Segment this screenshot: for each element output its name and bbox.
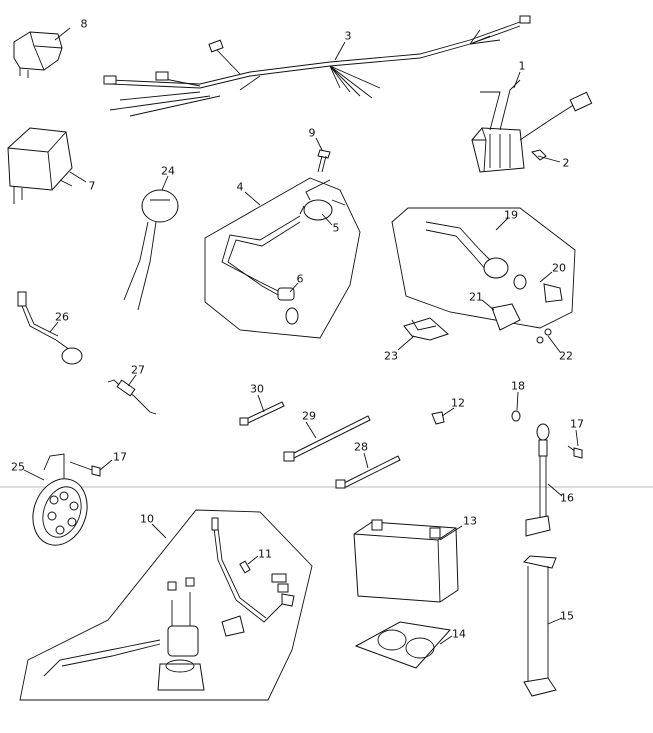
callout-16: 16 xyxy=(560,491,574,505)
part-5-ignition-coil xyxy=(299,179,346,226)
callout-5: 5 xyxy=(332,221,340,235)
part-19-ignition-switch xyxy=(425,217,509,279)
callout-17-left: 17 xyxy=(113,450,127,464)
part-15-battery-strap xyxy=(522,555,563,697)
part-20-key-switch-nut xyxy=(513,271,563,303)
callout-4: 4 xyxy=(236,180,244,194)
callout-26: 26 xyxy=(55,310,69,324)
part-8-relay xyxy=(13,27,71,78)
part-18-washer xyxy=(511,391,521,422)
part-16-battery-cable xyxy=(525,423,563,537)
callout-11: 11 xyxy=(258,547,272,561)
callout-1: 1 xyxy=(518,59,526,73)
part-3-wiring-harness xyxy=(103,15,531,117)
part-22-screws xyxy=(536,328,561,353)
part-30-cable-tie xyxy=(239,394,285,426)
callout-17-right: 17 xyxy=(570,417,584,431)
callout-15: 15 xyxy=(560,609,574,623)
callout-8: 8 xyxy=(80,17,88,31)
part-28-cable-tie xyxy=(335,452,401,489)
callout-12: 12 xyxy=(451,396,465,410)
callout-14: 14 xyxy=(452,627,466,641)
callout-19: 19 xyxy=(504,208,518,222)
callout-25: 25 xyxy=(11,460,25,474)
part-6-spark-plug-cap xyxy=(221,215,301,325)
callout-2: 2 xyxy=(562,156,570,170)
part-11-fuse xyxy=(239,555,289,593)
part-23-bracket xyxy=(397,317,449,351)
part-25-horn xyxy=(23,453,88,546)
callout-10: 10 xyxy=(140,512,154,526)
callout-18: 18 xyxy=(511,379,525,393)
part-14-battery-pad xyxy=(354,621,453,669)
part-21-cover xyxy=(481,299,521,331)
callout-28: 28 xyxy=(354,440,368,454)
part-26-sensor xyxy=(17,291,83,365)
callout-6: 6 xyxy=(296,272,304,286)
part-12-clip xyxy=(431,407,455,425)
part-10-wire-lead xyxy=(211,517,295,637)
part-13-battery xyxy=(353,519,463,603)
callout-22: 22 xyxy=(559,349,573,363)
callout-27: 27 xyxy=(131,363,145,377)
part-17-bolt-right xyxy=(567,429,583,459)
callout-23: 23 xyxy=(384,349,398,363)
part-27-spring xyxy=(107,374,157,415)
callout-30: 30 xyxy=(250,382,264,396)
callout-20: 20 xyxy=(552,261,566,275)
part-10-starter-relay xyxy=(43,577,205,691)
callout-21: 21 xyxy=(469,290,483,304)
part-19-group-outline xyxy=(391,207,576,329)
callout-29: 29 xyxy=(302,409,316,423)
part-29-cable-tie xyxy=(283,415,371,462)
callout-13: 13 xyxy=(463,514,477,528)
part-7-cdi-unit xyxy=(7,127,87,204)
part-17-bolt-left xyxy=(69,459,113,477)
part-2-screw xyxy=(531,149,561,163)
callout-7: 7 xyxy=(88,179,96,193)
part-4-group-outline xyxy=(204,177,361,339)
callout-3: 3 xyxy=(344,29,352,43)
callout-9: 9 xyxy=(308,126,316,140)
part-9-screw xyxy=(315,137,331,173)
callout-24: 24 xyxy=(161,164,175,178)
part-10-group-outline xyxy=(19,509,313,701)
part-24-switch xyxy=(123,175,179,311)
part-1-regulator xyxy=(471,71,593,173)
